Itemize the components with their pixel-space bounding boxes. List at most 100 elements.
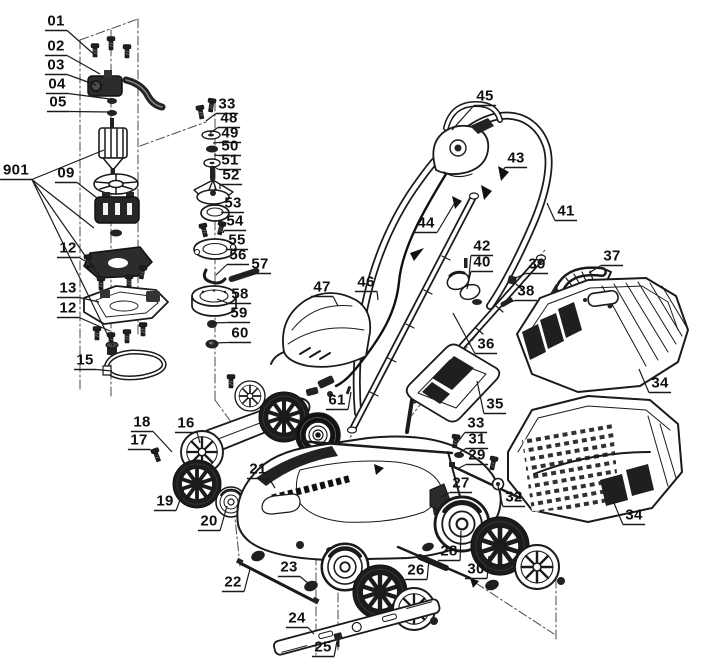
leader-line [68,92,111,100]
leader-line [436,198,458,233]
leader-line [512,272,527,280]
leader-line [78,296,100,303]
part-number-34: 34 [651,374,669,392]
part-number-24: 24 [288,609,306,627]
part-number-19: 19 [156,492,174,510]
part-number-05: 05 [49,93,67,111]
part-number-44: 44 [417,214,435,232]
stator [94,192,140,224]
undercarriage [236,433,565,656]
leader-line [213,154,219,157]
spindle-assembly [191,97,260,349]
leader-line [501,167,506,173]
part-number-57: 57 [251,255,269,273]
part-number-54: 54 [226,212,244,230]
part-number-36: 36 [477,335,495,353]
leader-line [69,110,112,113]
leader-line [243,568,251,592]
part-number-22: 22 [224,573,242,591]
clip [202,268,227,285]
part-number-39: 39 [528,255,546,273]
part-number-56: 56 [229,246,247,264]
leader-line [440,491,451,498]
lid-handle [587,289,619,308]
part-number-49: 49 [221,124,239,142]
pin [228,267,260,283]
part-number-12: 12 [59,239,77,257]
lower-handle-bar-left [346,192,480,434]
leader-line [152,431,173,453]
leader-line [219,505,228,531]
part-number-46: 46 [357,273,375,291]
leader-line [376,291,379,301]
leader-line [638,368,650,393]
switch-connector [446,258,482,305]
leader-line [175,488,185,511]
grassbox-lid [516,277,689,393]
leader-line [347,391,352,410]
part-number-13: 13 [59,279,77,297]
part-number-33: 33 [218,95,236,113]
leader-line [212,141,219,144]
part-number-41: 41 [557,202,575,220]
bearing-cup [191,285,237,317]
leader-line [466,271,472,290]
cable-plug [305,375,352,397]
power-cable [334,172,448,388]
leader-line [299,576,310,585]
part-number-27: 27 [452,474,470,492]
leader-line [452,312,476,354]
flange-plate [193,238,237,260]
part-number-21: 21 [249,460,267,478]
rear-axle [396,545,479,588]
grassbox-basket [507,395,683,523]
leader-line [451,105,475,131]
leader-line [456,432,466,444]
part-number-42: 42 [473,237,491,255]
leader-line [222,230,225,234]
leader-line [66,73,97,86]
part-number-48: 48 [220,109,238,127]
switch-housing [432,101,503,178]
leader-line [497,485,504,507]
part-number-50: 50 [221,137,239,155]
leader-line [66,30,98,58]
part-number-02: 02 [47,37,65,55]
part-number-58: 58 [231,285,249,303]
front-axle [236,557,320,604]
leader-line [506,299,516,304]
part-number-59: 59 [230,304,248,322]
part-number-38: 38 [517,282,535,300]
part-number-12: 12 [59,299,77,317]
leader-line [211,165,220,171]
part-number-33: 33 [467,414,485,432]
leader-line [96,368,113,372]
leader-line [149,449,158,457]
leader-line [458,447,467,454]
leader-line [209,127,219,134]
part-number-51: 51 [221,151,239,169]
leader-line [216,298,230,305]
leader-line [31,179,101,278]
part-number-20: 20 [200,512,218,530]
leader-line [66,54,101,75]
part-number-16: 16 [177,414,195,432]
leader-line [31,179,114,347]
blade-bolt [333,632,343,647]
part-number-37: 37 [603,247,621,265]
leader-line [333,640,338,657]
part-number-28: 28 [440,542,458,560]
part-number-31: 31 [468,430,486,448]
part-number-61: 61 [328,391,346,409]
bolt-arrow [498,166,509,181]
part-number-47: 47 [313,278,331,296]
leader-line [332,296,339,307]
blade [273,598,441,656]
part-number-32: 32 [505,488,523,506]
part-number-901: 901 [3,161,29,179]
leader-line [196,432,201,444]
leader-line [613,502,624,525]
part-number-25: 25 [314,638,332,656]
